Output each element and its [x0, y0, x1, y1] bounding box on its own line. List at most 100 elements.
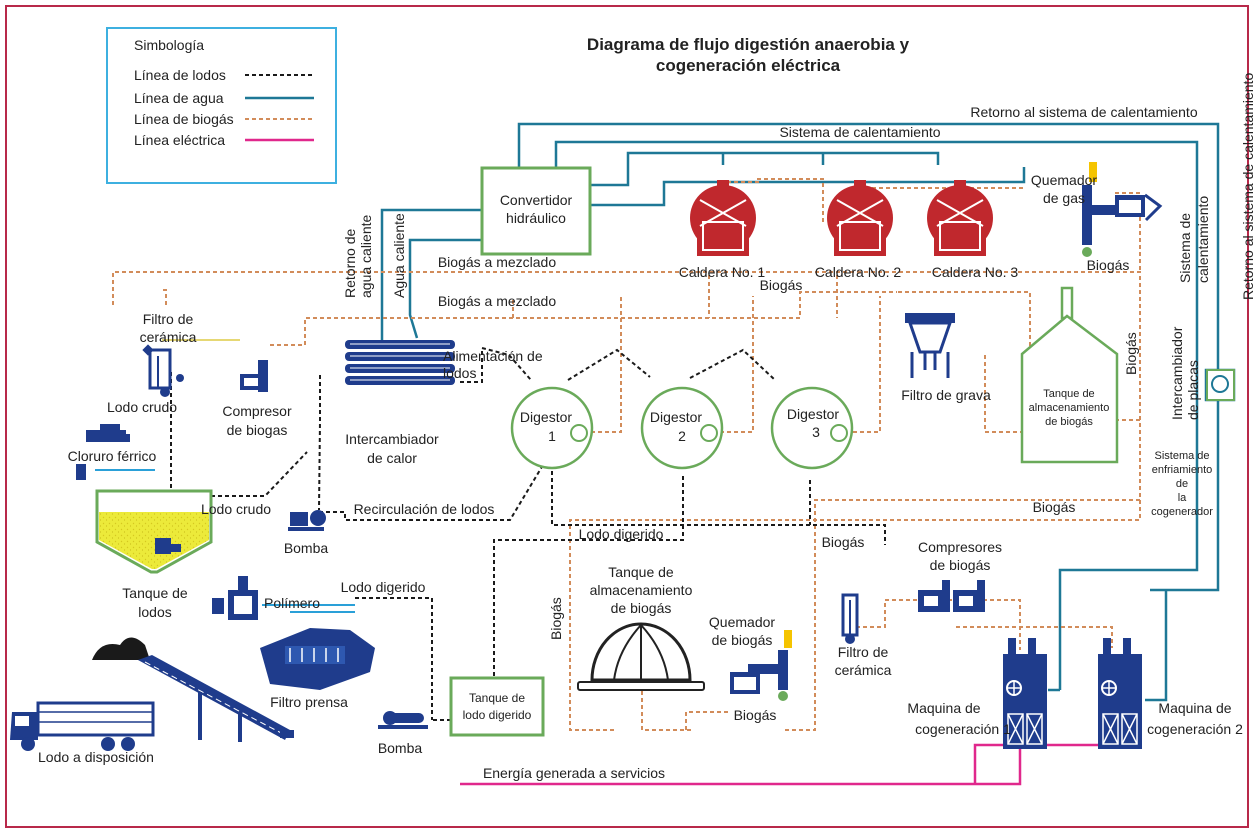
- intercambiador-placas-icon: [1206, 369, 1235, 401]
- filtro-ceramica-right-label-2: cerámica: [835, 662, 892, 678]
- compresor-biogas-icon: [240, 360, 268, 392]
- retorno-sistema-label: Retorno al sistema de calentamiento: [970, 104, 1197, 120]
- compresor-label-2: de biogas: [227, 422, 288, 438]
- tanque-domo-icon: [577, 622, 705, 691]
- lodo-digerido-label-2: Lodo digerido: [341, 579, 426, 595]
- alimentacion-label-1: Alimentación de: [443, 348, 543, 364]
- convertidor-box: [480, 166, 592, 256]
- intercambiador-calor-icon: [345, 340, 455, 385]
- tanque-lodos-label-2: lodos: [138, 604, 171, 620]
- intercambiador-calor-label-2: de calor: [367, 450, 417, 466]
- intercambiador-placas-2: de placas: [1185, 360, 1201, 420]
- legend-heading: Simbología: [134, 37, 204, 53]
- biogas-mezclado-label-2: Biogás a mezclado: [438, 293, 557, 309]
- maquina-1-label-1: Maquina de: [907, 700, 980, 716]
- conveyor-icon: [92, 637, 294, 742]
- sistema-cal-vertical-2: calentamiento: [1195, 196, 1211, 283]
- legend-label-agua: Línea de agua: [134, 90, 224, 106]
- biogas-mid-label: Biogás: [822, 534, 865, 550]
- maquina-2-label-1: Maquina de: [1158, 700, 1231, 716]
- compresores-label-2: de biogás: [930, 557, 991, 573]
- quemador-biogas-label-1: Quemador: [709, 614, 775, 630]
- convertidor-label-1: Convertidor: [500, 192, 573, 208]
- biogas-vertical-label: Biogás: [1123, 332, 1139, 375]
- cloruro-label: Cloruro férrico: [68, 448, 157, 464]
- water-lines: [380, 122, 1236, 702]
- biogas-left-vertical-label: Biogás: [548, 597, 564, 640]
- tanque-lodos-icon: [95, 489, 213, 574]
- legend: Simbología Línea de lodos Línea de agua …: [106, 27, 337, 184]
- bomba-lower-label: Bomba: [378, 740, 423, 756]
- bomba-upper-icon: [288, 510, 326, 531]
- agua-caliente-label: Agua caliente: [391, 213, 407, 298]
- enfriamiento-label-1: Sistema de: [1154, 450, 1209, 462]
- sistema-cal-vertical-1: Sistema de: [1177, 213, 1193, 283]
- maquina-2-label-2: cogeneración 2: [1147, 721, 1243, 737]
- digestor-2-label: Digestor: [650, 409, 702, 425]
- compresores-label-1: Compresores: [918, 539, 1002, 555]
- quemador-gas-icon: [1082, 162, 1163, 257]
- maquina-cogeneracion-1-icon: [1003, 638, 1047, 749]
- legend-label-electrica: Línea eléctrica: [134, 132, 225, 148]
- filtro-ceramica-left-icon: [142, 344, 184, 397]
- alimentacion-label-2: lodos: [443, 365, 476, 381]
- digestor-3: [770, 386, 854, 470]
- retorno-vertical-label: Retorno al sistema de calentamiento: [1240, 73, 1254, 300]
- digestor-1-number: 1: [548, 428, 556, 444]
- bomba-lower-icon: [378, 711, 428, 729]
- enfriamiento-label-3: de: [1176, 478, 1188, 490]
- enfriamiento-label-5: cogenerador: [1151, 506, 1213, 518]
- digestor-1-label: Digestor: [520, 409, 572, 425]
- polimero-icon: [212, 576, 258, 620]
- sludge-lines: [170, 346, 886, 721]
- truck-icon: [10, 701, 155, 751]
- caldera-1-label: Caldera No. 1: [679, 264, 766, 280]
- lodo-crudo-label: Lodo crudo: [201, 501, 271, 517]
- bomba-upper-label: Bomba: [284, 540, 329, 556]
- digestor-1: [510, 386, 594, 470]
- biogas-right-label: Biogás: [1033, 499, 1076, 515]
- legend-label-biogas: Línea de biogás: [134, 111, 234, 127]
- tanque-digerido-label-2: lodo digerido: [463, 708, 532, 722]
- filtro-ceramica-right-label-1: Filtro de: [838, 644, 889, 660]
- filtro-ceramica-right-icon: [841, 593, 859, 644]
- cloruro-ferrico-icon: [76, 424, 130, 480]
- caldera-2-label: Caldera No. 2: [815, 264, 902, 280]
- tanque-digerido-box: [449, 676, 545, 737]
- digestor-3-number: 3: [812, 424, 820, 440]
- tanque-almacenamiento-icon: [1020, 286, 1119, 464]
- recirculacion-label: Recirculación de lodos: [354, 501, 495, 517]
- quemador-gas-label-1: Quemador: [1031, 172, 1097, 188]
- maquina-1-label-2: cogeneración 1: [915, 721, 1011, 737]
- lodo-crudo-top-label: Lodo crudo: [107, 399, 177, 415]
- retorno-agua-label-1: Retorno de: [342, 229, 358, 298]
- quemador-gas-label-2: de gas: [1043, 190, 1085, 206]
- digestor-2-number: 2: [678, 428, 686, 444]
- polimero-label: Polímero: [264, 595, 320, 611]
- caldera-2-icon: [827, 180, 893, 256]
- tanque-lodos-label-1: Tanque de: [122, 585, 188, 601]
- tanque-digerido-label-1: Tanque de: [469, 691, 525, 705]
- sistema-calentamiento-label: Sistema de calentamiento: [779, 124, 940, 140]
- legend-box: [106, 27, 337, 184]
- lodo-digerido-label-1: Lodo digerido: [579, 526, 664, 542]
- retorno-agua-label-2: agua caliente: [358, 214, 374, 298]
- compresor-label-1: Compresor: [222, 403, 292, 419]
- tanque-alm-label-2: almacenamiento: [1029, 402, 1110, 414]
- tanque-alm-label-3: de biogás: [1045, 416, 1093, 428]
- biogas-top-label: Biogás: [760, 277, 803, 293]
- filtro-prensa-icon: [260, 628, 375, 690]
- quemador-biogas-label-2: de biogás: [712, 632, 773, 648]
- compresores-biogas-icon: [918, 580, 985, 612]
- filtro-ceramica-label-2: cerámica: [140, 329, 197, 345]
- caldera-1-icon: [690, 180, 756, 256]
- enfriamiento-label-4: la: [1178, 492, 1187, 504]
- caldera-3-label: Caldera No. 3: [932, 264, 1019, 280]
- tanque-alm-label-1: Tanque de: [1043, 388, 1094, 400]
- enfriamiento-label-2: enfriamiento: [1152, 464, 1213, 476]
- biogas-mezclado-label-1: Biogás a mezclado: [438, 254, 557, 270]
- maquina-cogeneracion-2-icon: [1098, 638, 1142, 749]
- filtro-ceramica-label-1: Filtro de: [143, 311, 194, 327]
